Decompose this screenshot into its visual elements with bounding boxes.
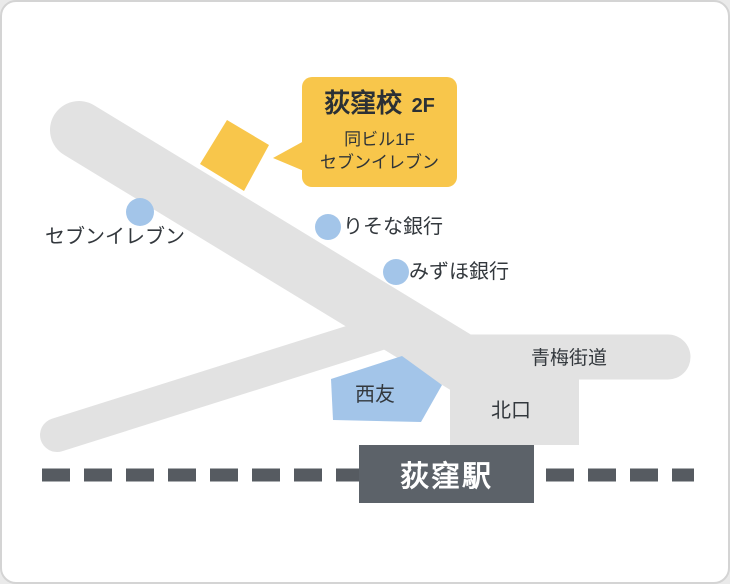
resona-bank-marker-icon (315, 214, 341, 240)
mizuho-bank-marker-icon (383, 259, 409, 285)
resona-bank-label: りそな銀行 (343, 216, 443, 238)
school-sub-line1: 同ビル1F (344, 130, 415, 149)
ome-kaido-label: 青梅街道 (531, 348, 608, 369)
seven-eleven-marker-icon (126, 198, 154, 226)
road-main-diagonal (50, 101, 504, 400)
school-floor: 2F (411, 95, 435, 117)
road-branch-lower-left (40, 313, 407, 452)
north-exit-label: 北口 (491, 400, 531, 422)
school-name: 荻窪校 (324, 88, 403, 118)
school-marker-icon (200, 120, 269, 191)
callout-pointer (273, 141, 304, 171)
seven-eleven-label: セブンイレブン (45, 226, 185, 248)
station-name: 荻窪駅 (399, 461, 493, 493)
seiyu-label: 西友 (355, 384, 395, 406)
station-plaza (450, 354, 579, 445)
station-box: 荻窪駅 (359, 445, 534, 503)
school-callout-sub: 同ビル1F セブンイレブン (302, 128, 457, 174)
school-callout: 荻窪校 2F 同ビル1F セブンイレブン (302, 77, 457, 187)
school-callout-title-row: 荻窪校 2F (302, 88, 457, 123)
seiyu-building-shape (331, 356, 442, 422)
mizuho-bank-label: みずほ銀行 (409, 261, 509, 283)
school-sub-line2: セブンイレブン (320, 153, 439, 172)
